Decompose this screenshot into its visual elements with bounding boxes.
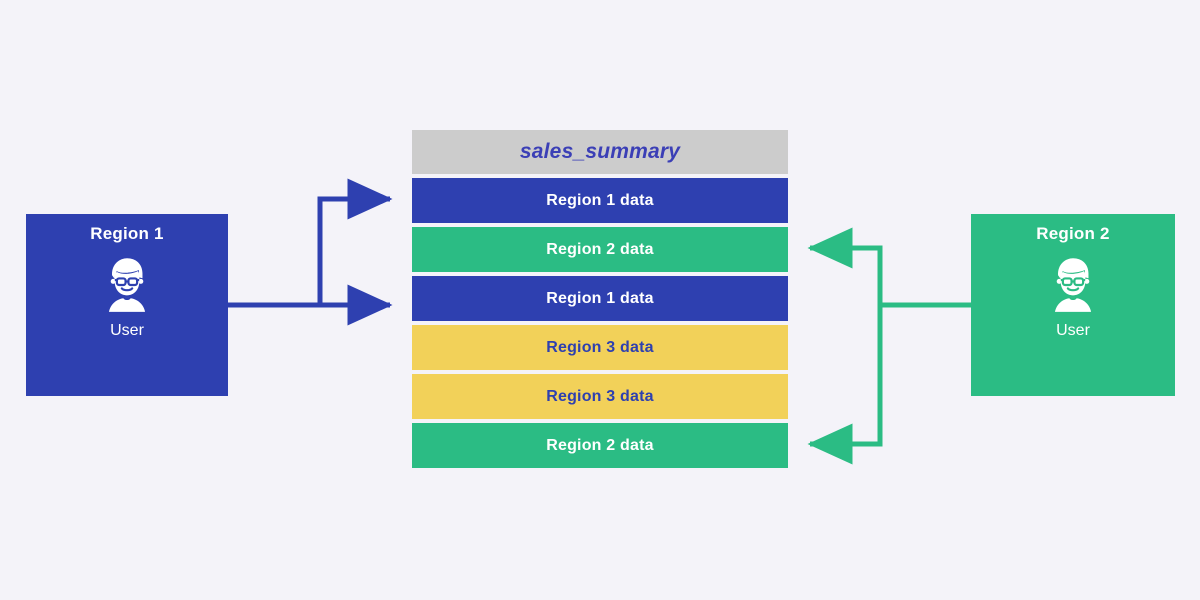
region-right-caption: User [1056,321,1090,339]
table-row[interactable]: Region 3 data [412,325,788,370]
table-row[interactable]: Region 2 data [412,227,788,272]
user-avatar-icon [1054,257,1092,312]
arrow-region2-to-row6 [807,305,883,465]
arrow-region1-to-row1 [228,178,393,308]
region-left-title: Region 1 [90,224,164,243]
table-name: sales_summary [519,140,681,163]
connector-right-region2 [807,227,971,465]
connector-left-region1 [228,178,393,326]
region-left-caption: User [110,321,144,339]
table-row[interactable]: Region 1 data [412,178,788,223]
user-avatar-icon [108,257,146,312]
table-header: sales_summary [412,130,788,174]
table-row[interactable]: Region 3 data [412,374,788,419]
region-right-title: Region 2 [1036,224,1110,243]
region-box-left[interactable]: Region 1 User [26,214,228,396]
table-row[interactable]: Region 2 data [412,423,788,468]
table-row[interactable]: Region 1 data [412,276,788,321]
region-box-right[interactable]: Region 2 User [971,214,1175,396]
arrow-region2-to-row2 [807,227,883,305]
